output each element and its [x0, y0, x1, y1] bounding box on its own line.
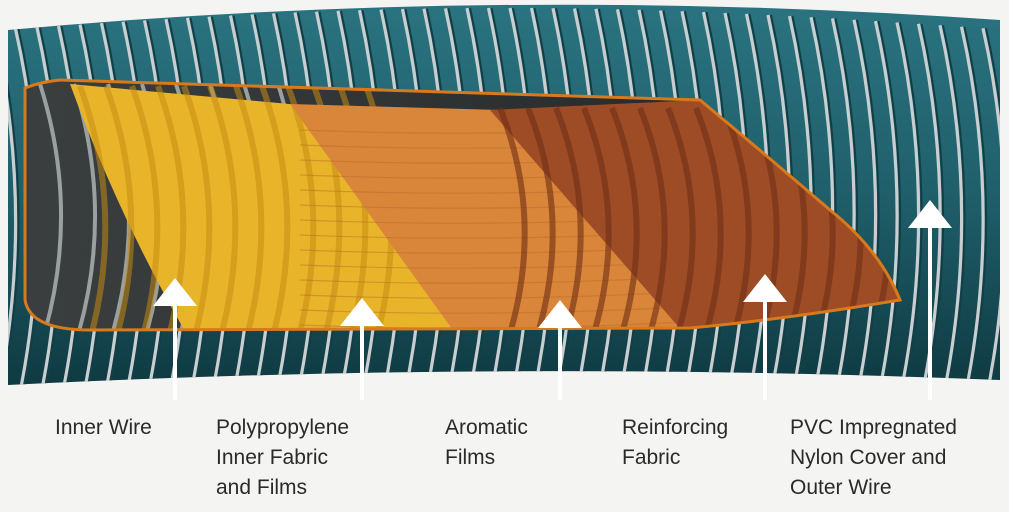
label-polypropylene: Polypropylene Inner Fabric and Films — [216, 413, 349, 503]
label-aromatic-films: Aromatic Films — [445, 413, 528, 473]
label-pvc-cover: PVC Impregnated Nylon Cover and Outer Wi… — [790, 413, 957, 503]
outer-wire-coil — [1005, 30, 1009, 385]
label-inner-wire: Inner Wire — [55, 413, 152, 443]
label-reinforcing-fabric: Reinforcing Fabric — [622, 413, 728, 473]
